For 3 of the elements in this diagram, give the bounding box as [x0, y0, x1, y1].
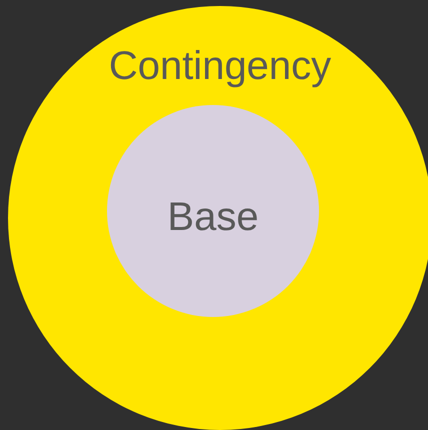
- circle-label: Contingency: [108, 46, 332, 86]
- circle-label: Base: [167, 197, 259, 237]
- inner-circle: [107, 105, 319, 317]
